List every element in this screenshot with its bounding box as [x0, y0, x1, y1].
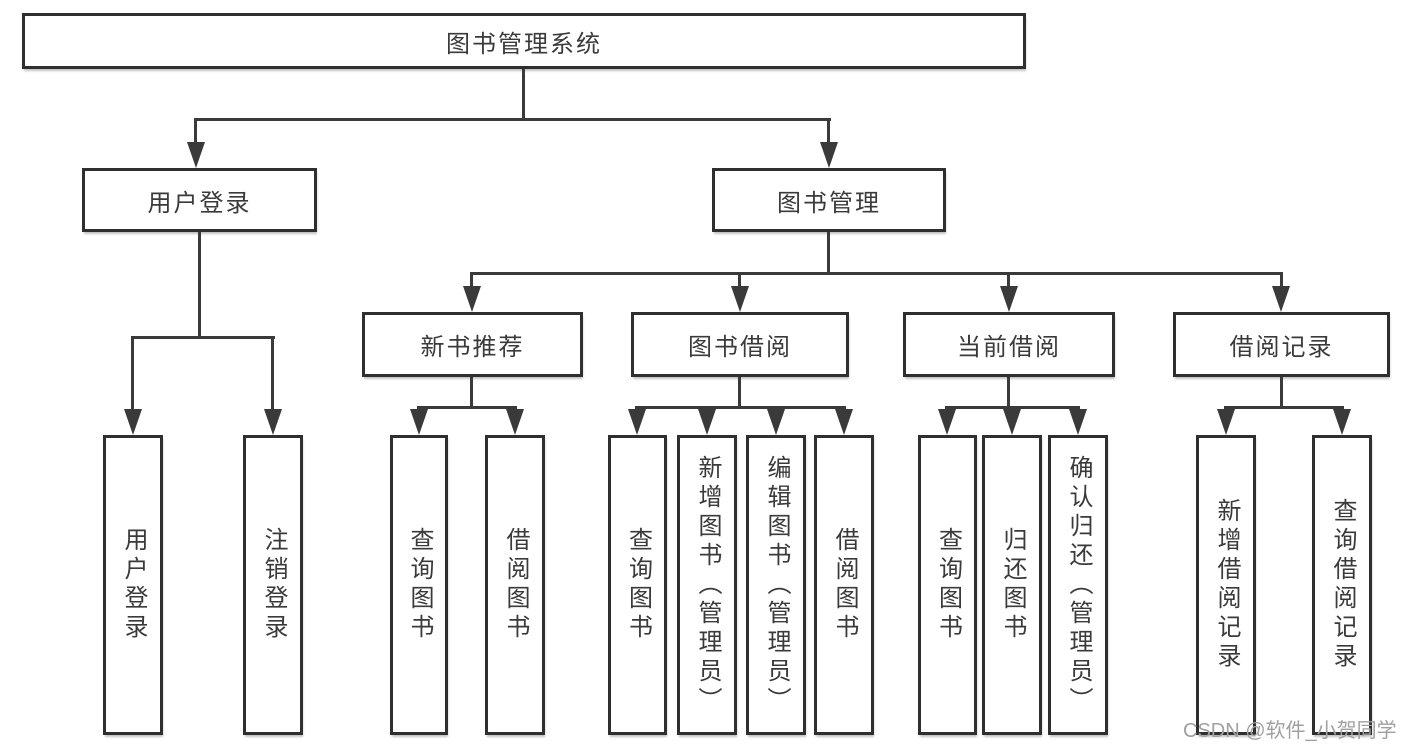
connector-drop-borrow-records — [1280, 272, 1283, 290]
connector-current-borrow-stem — [1007, 377, 1010, 409]
node-book-borrow: 图书借阅 — [631, 312, 849, 377]
leaf-label: 新增图书（管理员） — [694, 454, 721, 716]
node-user-login: 用户登录 — [82, 168, 317, 232]
connector-book-borrow-bus — [635, 406, 846, 409]
node-user-login-leaf: 用户登录 — [103, 435, 163, 735]
node-book-borrow-label: 图书借阅 — [688, 334, 792, 361]
node-edit-books-admin: 编辑图书（管理员） — [746, 435, 806, 735]
node-current-borrow: 当前借阅 — [903, 312, 1115, 377]
leaf-label: 查询图书 — [934, 527, 962, 643]
arrow-down-book-management-icon — [820, 142, 838, 168]
connector-drop-user-login — [194, 118, 197, 146]
node-user-login-label: 用户登录 — [147, 189, 252, 217]
node-query-books-borrow: 查询图书 — [608, 435, 667, 735]
connector-new-book-stem — [470, 377, 473, 409]
connector-drop-new-book — [470, 272, 473, 290]
connector-user-login-stem — [198, 232, 201, 339]
connector-drop-current-borrow — [1007, 272, 1010, 290]
arrow-down-leaf-icon — [506, 409, 524, 435]
leaf-label: 查询图书 — [406, 527, 433, 643]
node-new-book-recommend: 新书推荐 — [362, 312, 583, 377]
arrow-down-leaf-icon — [1333, 409, 1351, 435]
node-new-book-recommend-label: 新书推荐 — [420, 334, 525, 361]
leaf-label: 用户登录 — [120, 527, 147, 643]
connector-drop-login-leaf — [131, 336, 134, 414]
arrow-down-borrow-records-icon — [1272, 286, 1290, 312]
node-borrow-books-recommend: 借阅图书 — [485, 435, 545, 735]
node-query-books-recommend: 查询图书 — [390, 435, 448, 735]
connector-root-stem — [522, 69, 525, 120]
watermark: CSDN @软件_小贺同学 — [1183, 720, 1397, 742]
node-borrow-books-borrow: 借阅图书 — [814, 435, 874, 735]
arrow-down-leaf-icon — [1003, 409, 1021, 435]
connector-new-book-bus — [417, 406, 517, 409]
leaf-label: 编辑图书（管理员） — [763, 454, 790, 716]
connector-book-management-stem — [827, 232, 830, 275]
connector-drop-book-borrow — [738, 272, 741, 290]
connector-borrow-records-bus — [1224, 406, 1344, 409]
node-root: 图书管理系统 — [22, 13, 1026, 69]
node-add-books-admin: 新增图书（管理员） — [677, 435, 737, 735]
arrow-down-leaf-icon — [1217, 409, 1235, 435]
node-borrow-records-label: 借阅记录 — [1229, 334, 1334, 361]
leaf-label: 查询借阅记录 — [1329, 498, 1356, 672]
arrow-down-leaf-icon — [938, 409, 956, 435]
leaf-label: 确认归还（管理员） — [1065, 454, 1092, 716]
node-book-management-label: 图书管理 — [777, 189, 881, 217]
arrow-down-leaf-icon — [410, 409, 428, 435]
node-query-books-current: 查询图书 — [918, 435, 977, 735]
node-confirm-return-admin: 确认归还（管理员） — [1048, 435, 1108, 735]
node-query-borrow-record: 查询借阅记录 — [1312, 435, 1372, 735]
connector-user-login-bus — [131, 336, 275, 339]
arrow-down-leaf-icon — [1069, 409, 1087, 435]
arrow-down-new-book-icon — [463, 286, 481, 312]
arrow-down-leaf-icon — [835, 409, 853, 435]
node-logout-leaf: 注销登录 — [243, 435, 303, 735]
node-borrow-records: 借阅记录 — [1173, 312, 1390, 377]
connector-level3-bus — [470, 272, 1283, 275]
leaf-label: 注销登录 — [260, 527, 287, 643]
connector-drop-book-management — [827, 118, 830, 146]
connector-current-borrow-bus — [945, 406, 1080, 409]
node-root-label: 图书管理系统 — [446, 30, 602, 58]
leaf-label: 归还图书 — [999, 527, 1026, 643]
node-book-management: 图书管理 — [712, 168, 946, 232]
arrow-down-book-borrow-icon — [731, 286, 749, 312]
leaf-label: 借阅图书 — [831, 527, 858, 643]
connector-book-borrow-stem — [738, 377, 741, 409]
connector-borrow-records-stem — [1280, 377, 1283, 409]
arrow-down-leaf-icon — [767, 409, 785, 435]
connector-drop-logout-leaf — [271, 336, 274, 414]
connector-level2-bus — [194, 118, 831, 121]
leaf-label: 新增借阅记录 — [1213, 498, 1240, 672]
leaf-label: 查询图书 — [624, 527, 652, 643]
arrow-down-logout-leaf-icon — [264, 409, 282, 435]
node-current-borrow-label: 当前借阅 — [957, 334, 1061, 361]
arrow-down-user-login-icon — [187, 142, 205, 168]
arrow-down-leaf-icon — [698, 409, 716, 435]
arrow-down-current-borrow-icon — [1000, 286, 1018, 312]
leaf-label: 借阅图书 — [502, 527, 529, 643]
node-add-borrow-record: 新增借阅记录 — [1196, 435, 1256, 735]
arrow-down-login-leaf-icon — [124, 409, 142, 435]
arrow-down-leaf-icon — [628, 409, 646, 435]
node-return-books: 归还图书 — [982, 435, 1042, 735]
